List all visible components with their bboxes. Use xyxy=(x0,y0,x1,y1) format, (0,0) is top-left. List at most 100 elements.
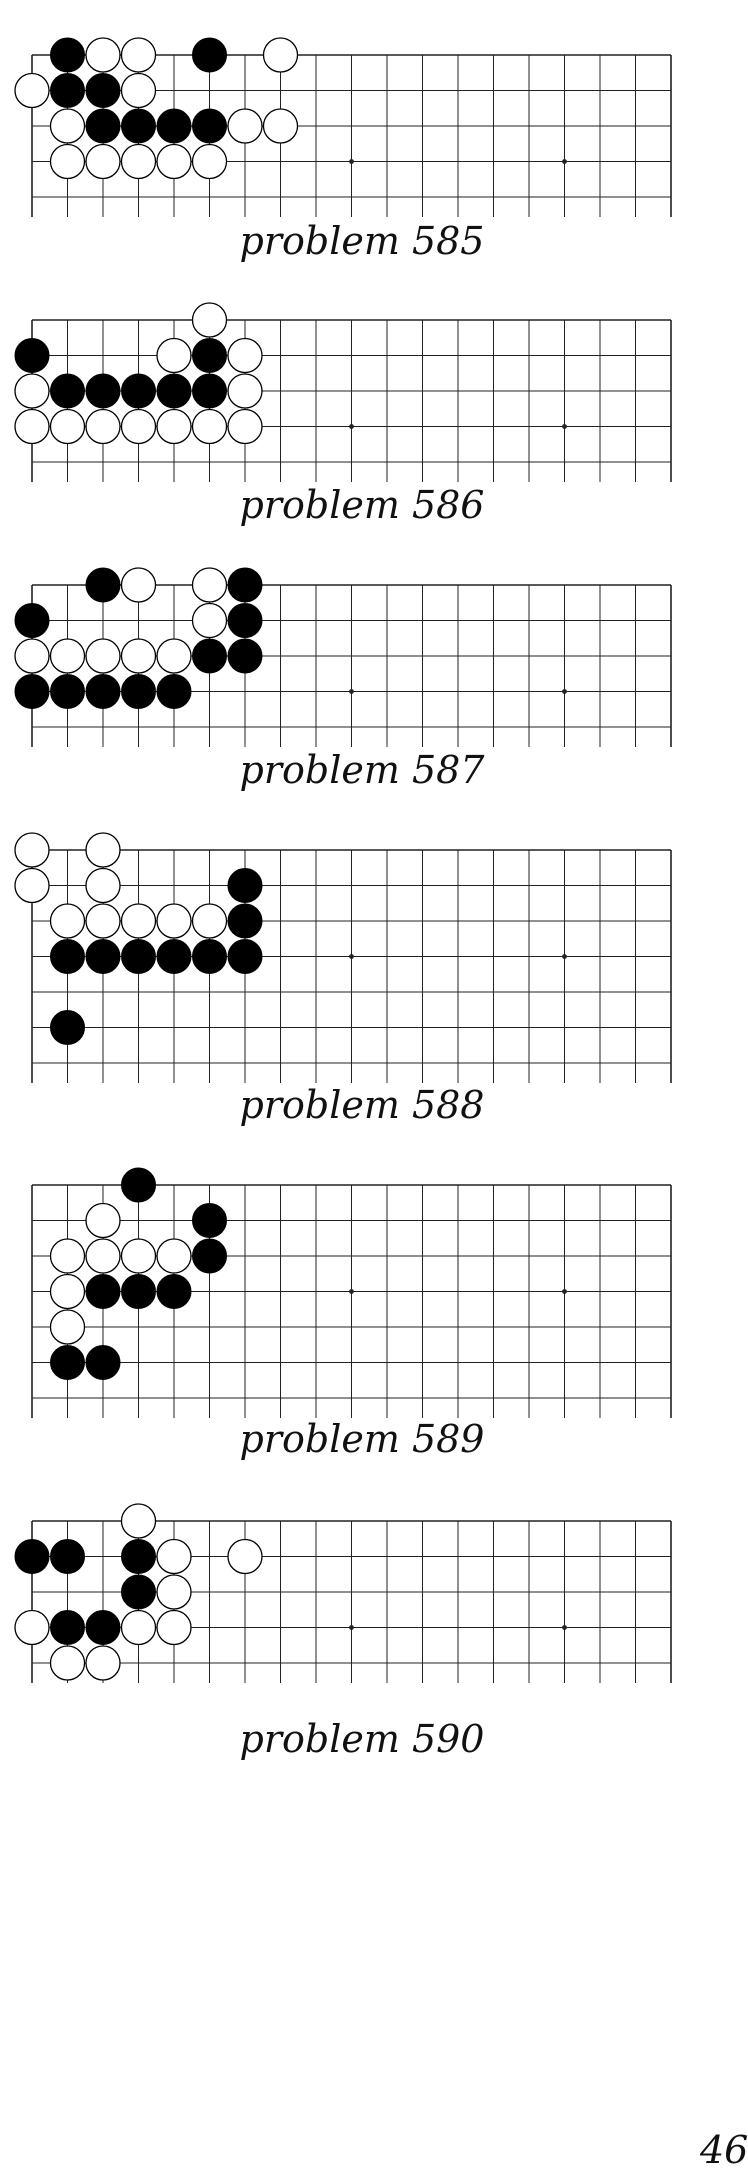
white-stone xyxy=(191,602,228,639)
white-stone xyxy=(191,408,228,445)
white-stone xyxy=(120,37,157,73)
hoshi-point xyxy=(349,1289,354,1294)
black-stone xyxy=(227,939,263,974)
white-stone xyxy=(262,37,299,73)
white-stone xyxy=(120,143,157,180)
black-stone xyxy=(14,1539,50,1574)
black-stone xyxy=(156,1274,192,1309)
hoshi-point xyxy=(562,424,567,429)
white-stone xyxy=(156,1574,192,1610)
black-stone xyxy=(85,567,121,603)
white-stone xyxy=(120,1503,157,1539)
black-stone xyxy=(85,674,121,709)
white-stone xyxy=(14,408,50,445)
white-stone xyxy=(191,567,228,603)
black-stone xyxy=(85,108,121,144)
black-stone xyxy=(50,1539,85,1574)
problem-caption: problem 589 xyxy=(239,1417,485,1461)
black-stone xyxy=(50,1610,85,1645)
black-stone xyxy=(85,73,121,108)
white-stone xyxy=(120,72,157,109)
white-stone xyxy=(14,1609,50,1646)
black-stone xyxy=(85,1274,121,1309)
black-stone xyxy=(121,1167,156,1203)
black-stone xyxy=(192,638,227,674)
white-stone xyxy=(49,408,86,445)
black-stone xyxy=(50,674,85,709)
white-stone xyxy=(156,1238,192,1274)
black-stone xyxy=(156,108,192,144)
black-stone xyxy=(50,939,85,974)
white-stone xyxy=(227,337,263,374)
white-stone xyxy=(227,408,263,445)
problem-caption: problem 587 xyxy=(239,748,485,792)
white-stone xyxy=(85,408,121,445)
black-stone xyxy=(227,903,263,939)
black-stone xyxy=(50,373,85,409)
black-stone xyxy=(227,567,263,603)
white-stone xyxy=(156,408,192,445)
black-stone xyxy=(50,37,85,73)
white-stone xyxy=(49,108,86,144)
black-stone xyxy=(192,338,227,373)
black-stone xyxy=(121,108,156,144)
hoshi-point xyxy=(349,1625,354,1630)
white-stone xyxy=(227,1538,263,1575)
hoshi-point xyxy=(349,159,354,164)
page-number: 46 xyxy=(700,2128,748,2172)
white-stone xyxy=(120,903,157,939)
black-stone xyxy=(156,674,192,709)
black-stone xyxy=(121,674,156,709)
black-stone xyxy=(192,373,227,409)
black-stone xyxy=(156,939,192,974)
problem-caption: problem 586 xyxy=(239,483,485,527)
white-stone xyxy=(156,1609,192,1646)
hoshi-point xyxy=(349,954,354,959)
go-board xyxy=(14,37,672,217)
white-stone xyxy=(85,37,121,73)
white-stone xyxy=(191,903,228,939)
black-stone xyxy=(14,338,50,373)
black-stone xyxy=(85,1345,121,1380)
white-stone xyxy=(191,143,228,180)
white-stone xyxy=(120,567,157,603)
hoshi-point xyxy=(562,1289,567,1294)
black-stone xyxy=(227,603,263,638)
black-stone xyxy=(121,1539,156,1574)
black-stone xyxy=(50,1010,85,1045)
white-stone xyxy=(85,832,121,868)
white-stone xyxy=(49,1645,86,1681)
white-stone xyxy=(49,1309,86,1345)
black-stone xyxy=(85,939,121,974)
white-stone xyxy=(120,638,157,674)
hoshi-point xyxy=(562,1625,567,1630)
white-stone xyxy=(156,903,192,939)
black-stone xyxy=(121,1574,156,1610)
black-stone xyxy=(227,868,263,903)
white-stone xyxy=(49,1273,86,1310)
white-stone xyxy=(262,108,299,144)
white-stone xyxy=(85,143,121,180)
black-stone xyxy=(192,108,227,144)
hoshi-point xyxy=(562,159,567,164)
white-stone xyxy=(156,143,192,180)
go-board xyxy=(14,567,672,747)
white-stone xyxy=(14,72,50,109)
go-board xyxy=(31,1167,672,1418)
white-stone xyxy=(120,1238,157,1274)
white-stone xyxy=(85,1645,121,1681)
black-stone xyxy=(121,373,156,409)
white-stone xyxy=(85,1202,121,1239)
black-stone xyxy=(50,1345,85,1380)
go-board xyxy=(14,1503,672,1683)
go-board xyxy=(14,302,672,482)
white-stone xyxy=(14,832,50,868)
hoshi-point xyxy=(562,689,567,694)
black-stone xyxy=(192,939,227,974)
white-stone xyxy=(85,903,121,939)
white-stone xyxy=(49,638,86,674)
problem-caption: problem 590 xyxy=(239,1717,485,1761)
white-stone xyxy=(49,1238,86,1274)
white-stone xyxy=(120,408,157,445)
white-stone xyxy=(156,1538,192,1575)
